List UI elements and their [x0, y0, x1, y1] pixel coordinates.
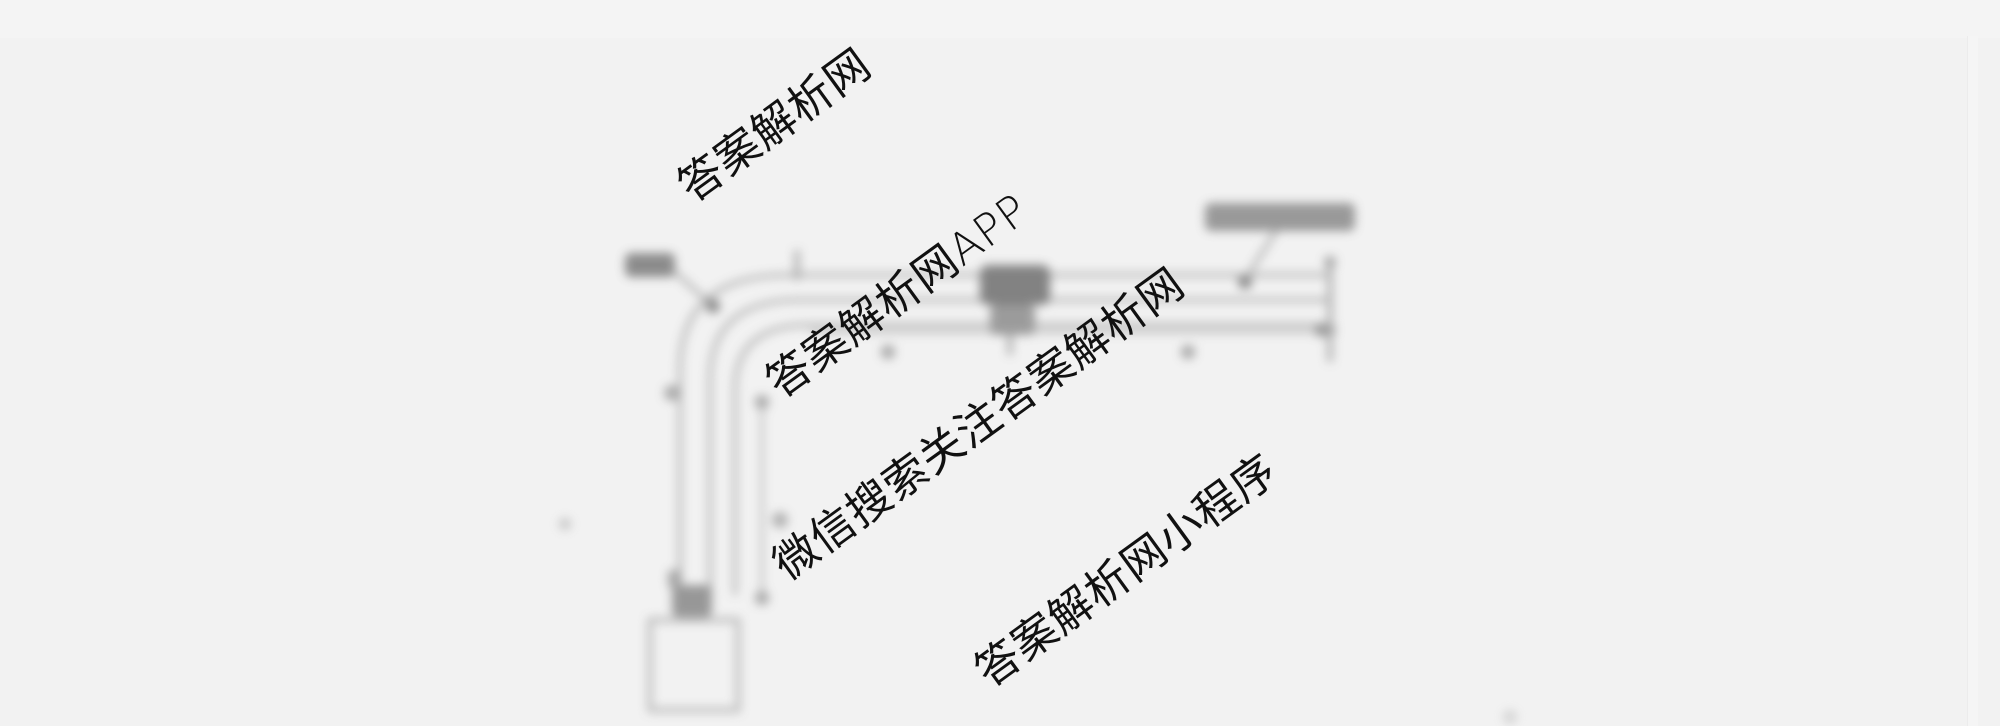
- base-box: [647, 617, 741, 713]
- dimension-marker-1: [881, 345, 895, 359]
- top-band: [0, 0, 2000, 38]
- marker-left-pipe: [664, 385, 680, 401]
- pipe-walls: [678, 273, 1330, 595]
- leader-line-right: [1243, 227, 1280, 281]
- diagram-label-right: [1205, 203, 1355, 231]
- base-fitting: [668, 570, 712, 617]
- leader-dot-elbow: [706, 299, 720, 313]
- leader-dot-right: [1238, 275, 1252, 289]
- diagram-label-elbow: [625, 253, 675, 277]
- dimension-label-vertical: [772, 512, 788, 528]
- right-edge-strip: [1967, 36, 1978, 726]
- dimension-marker-2: [1181, 345, 1195, 359]
- valve-fitting: [980, 265, 1050, 355]
